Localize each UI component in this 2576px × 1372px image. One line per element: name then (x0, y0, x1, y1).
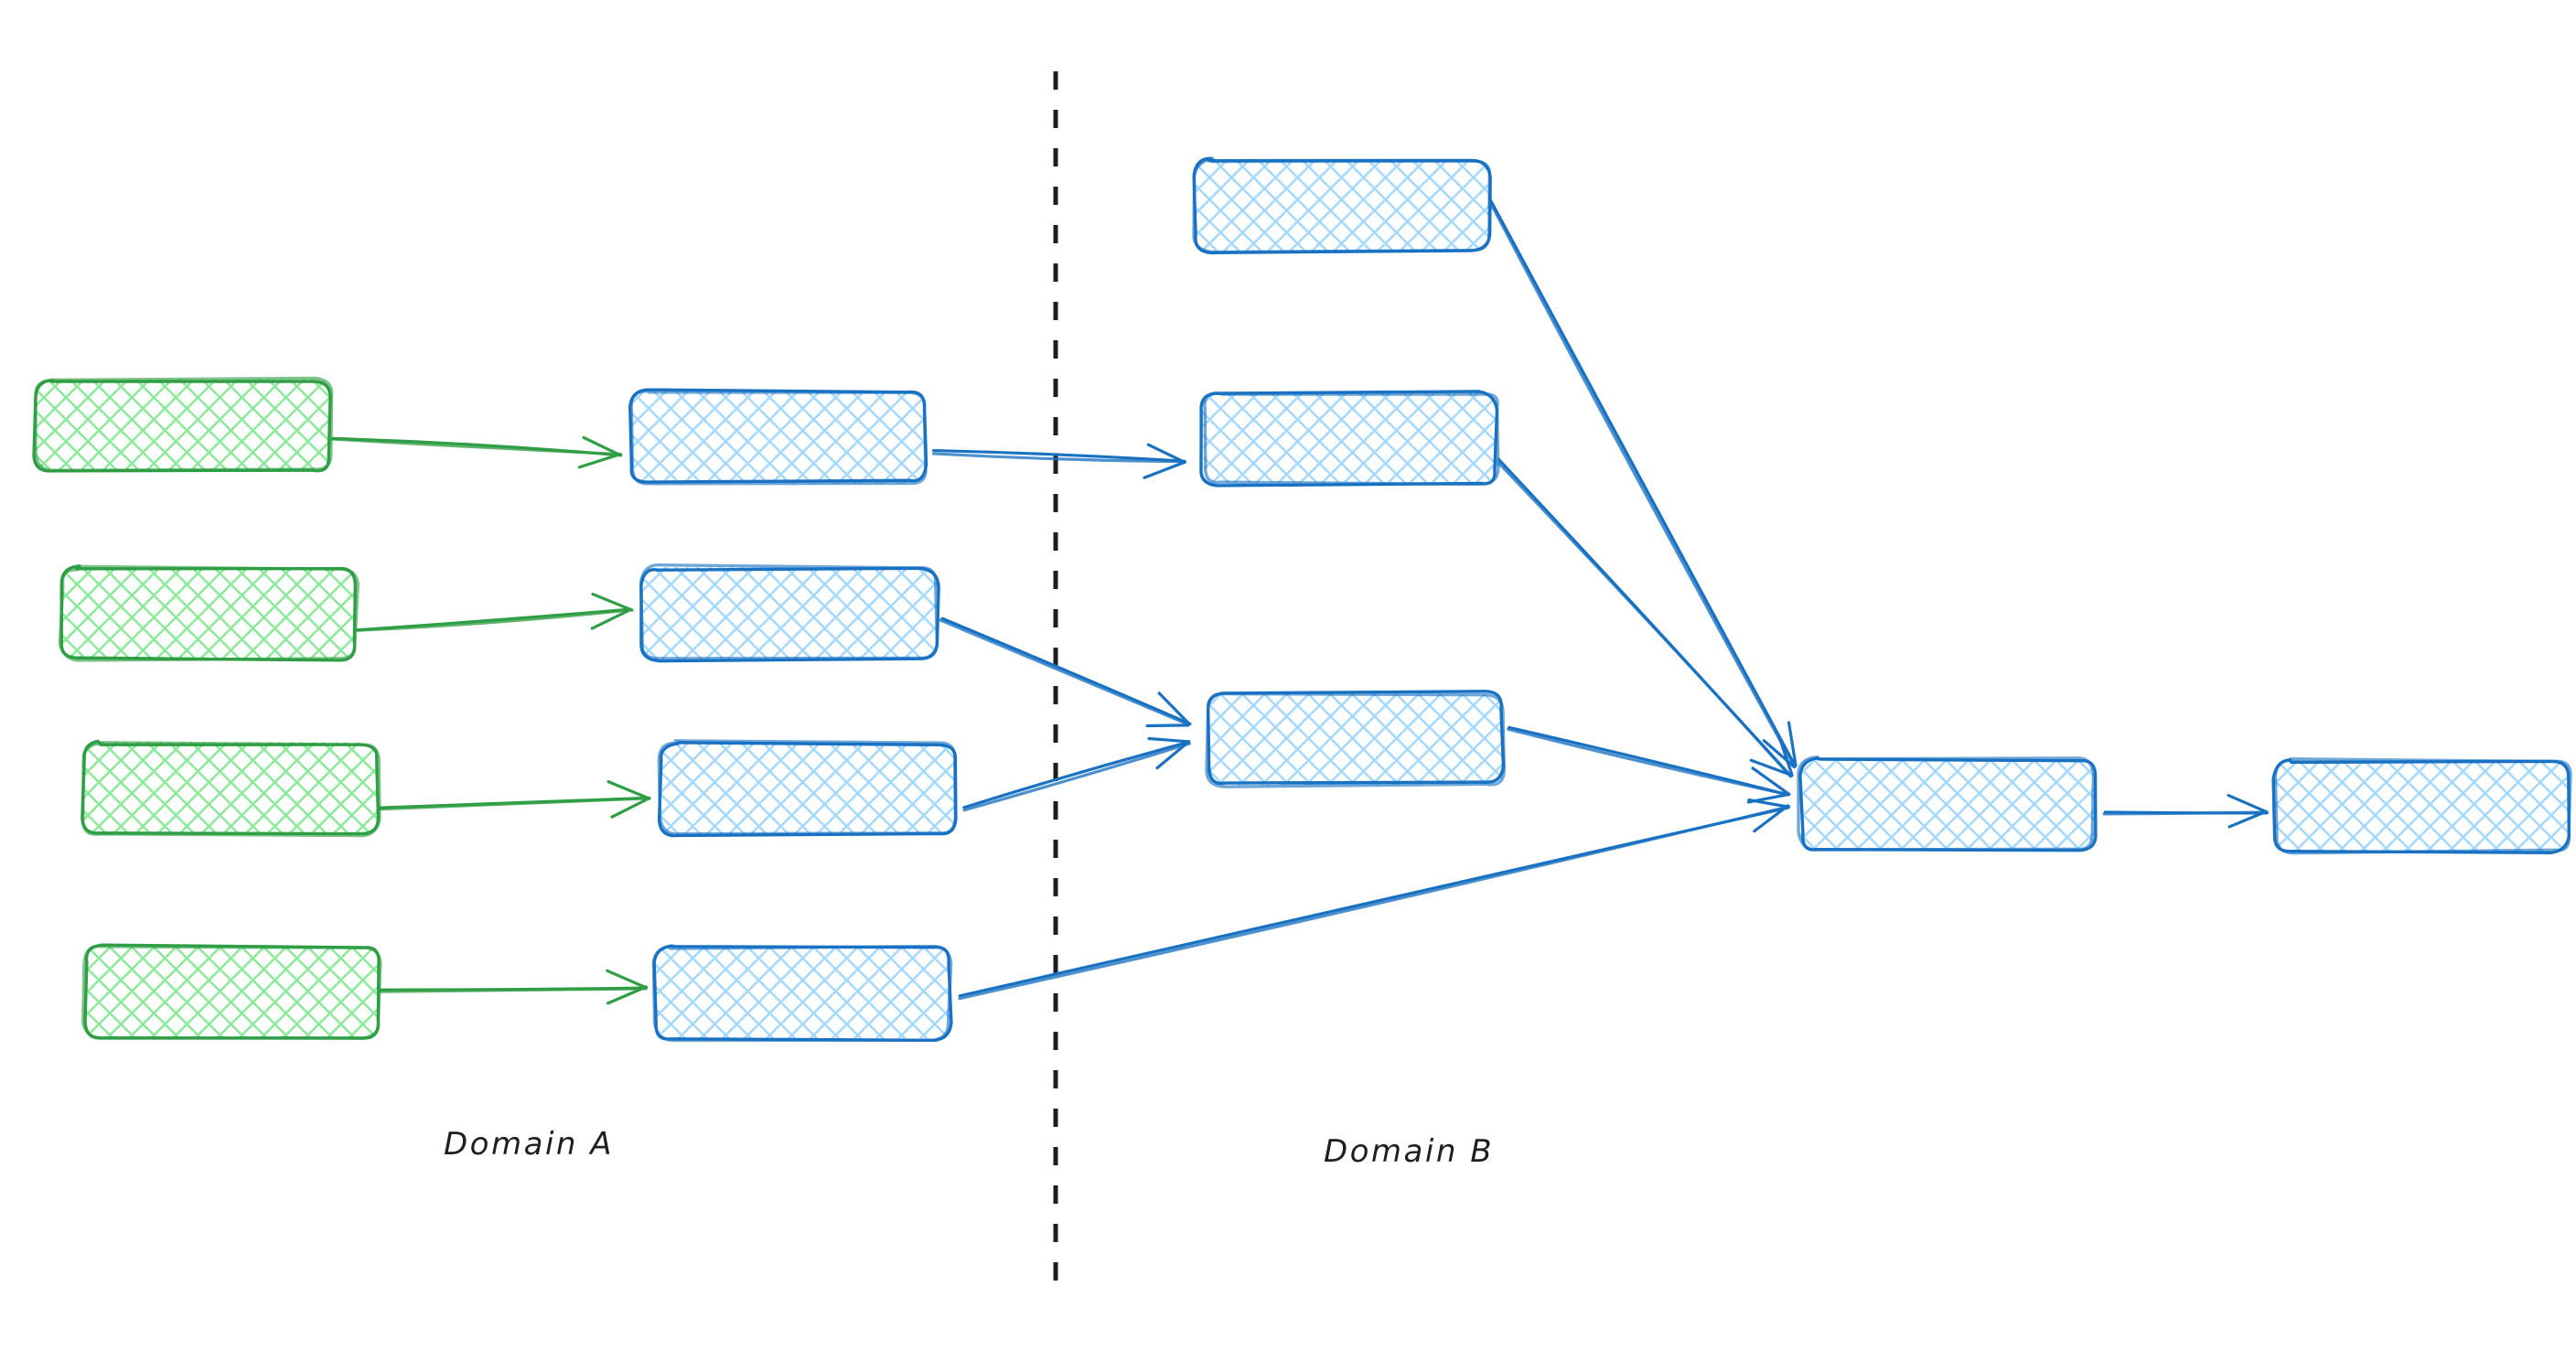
diagram-edge-m1-to-b2[interactable] (931, 443, 1187, 479)
diagram-edge-hub-to-out[interactable] (2102, 793, 2270, 829)
diagram-node-m1[interactable] (628, 388, 928, 486)
diagram-edge-m3-to-b3[interactable] (962, 736, 1191, 812)
labels-layer: Domain A Domain B (444, 1126, 1494, 1170)
label-domain-b: Domain B (1324, 1133, 1494, 1170)
diagram-node-m4[interactable] (651, 944, 953, 1043)
diagram-node-a1[interactable] (32, 376, 334, 473)
nodes-layer (32, 156, 2572, 1043)
diagram-node-a2[interactable] (58, 564, 360, 662)
diagram-node-m3[interactable] (657, 739, 958, 838)
diagram-edge-a2-to-m2[interactable] (355, 592, 634, 632)
diagram-edge-b2-to-hub[interactable] (1494, 456, 1794, 778)
diagram-edge-b3-to-hub[interactable] (1507, 725, 1791, 804)
diagram-node-hub[interactable] (1797, 756, 2098, 852)
edges-layer (329, 194, 2270, 1005)
label-domain-a: Domain A (444, 1126, 614, 1163)
diagram-edge-m4-to-hub[interactable] (958, 798, 1791, 1001)
diagram-node-b2[interactable] (1199, 390, 1500, 488)
diagram-node-m2[interactable] (639, 563, 940, 663)
diagram-edge-a4-to-m4[interactable] (378, 969, 649, 1005)
diagram-node-out[interactable] (2271, 756, 2572, 855)
diagram-node-a4[interactable] (81, 943, 382, 1040)
diagram-edge-m2-to-b3[interactable] (939, 616, 1192, 728)
diagram-node-b3[interactable] (1205, 690, 1506, 788)
diagram-edge-a1-to-m1[interactable] (329, 435, 623, 469)
diagram-node-a3[interactable] (80, 739, 381, 838)
diagram-edge-a3-to-m3[interactable] (376, 780, 651, 819)
diagram-node-b1[interactable] (1192, 156, 1492, 255)
diagram-edge-b1-to-hub[interactable] (1486, 194, 1798, 769)
